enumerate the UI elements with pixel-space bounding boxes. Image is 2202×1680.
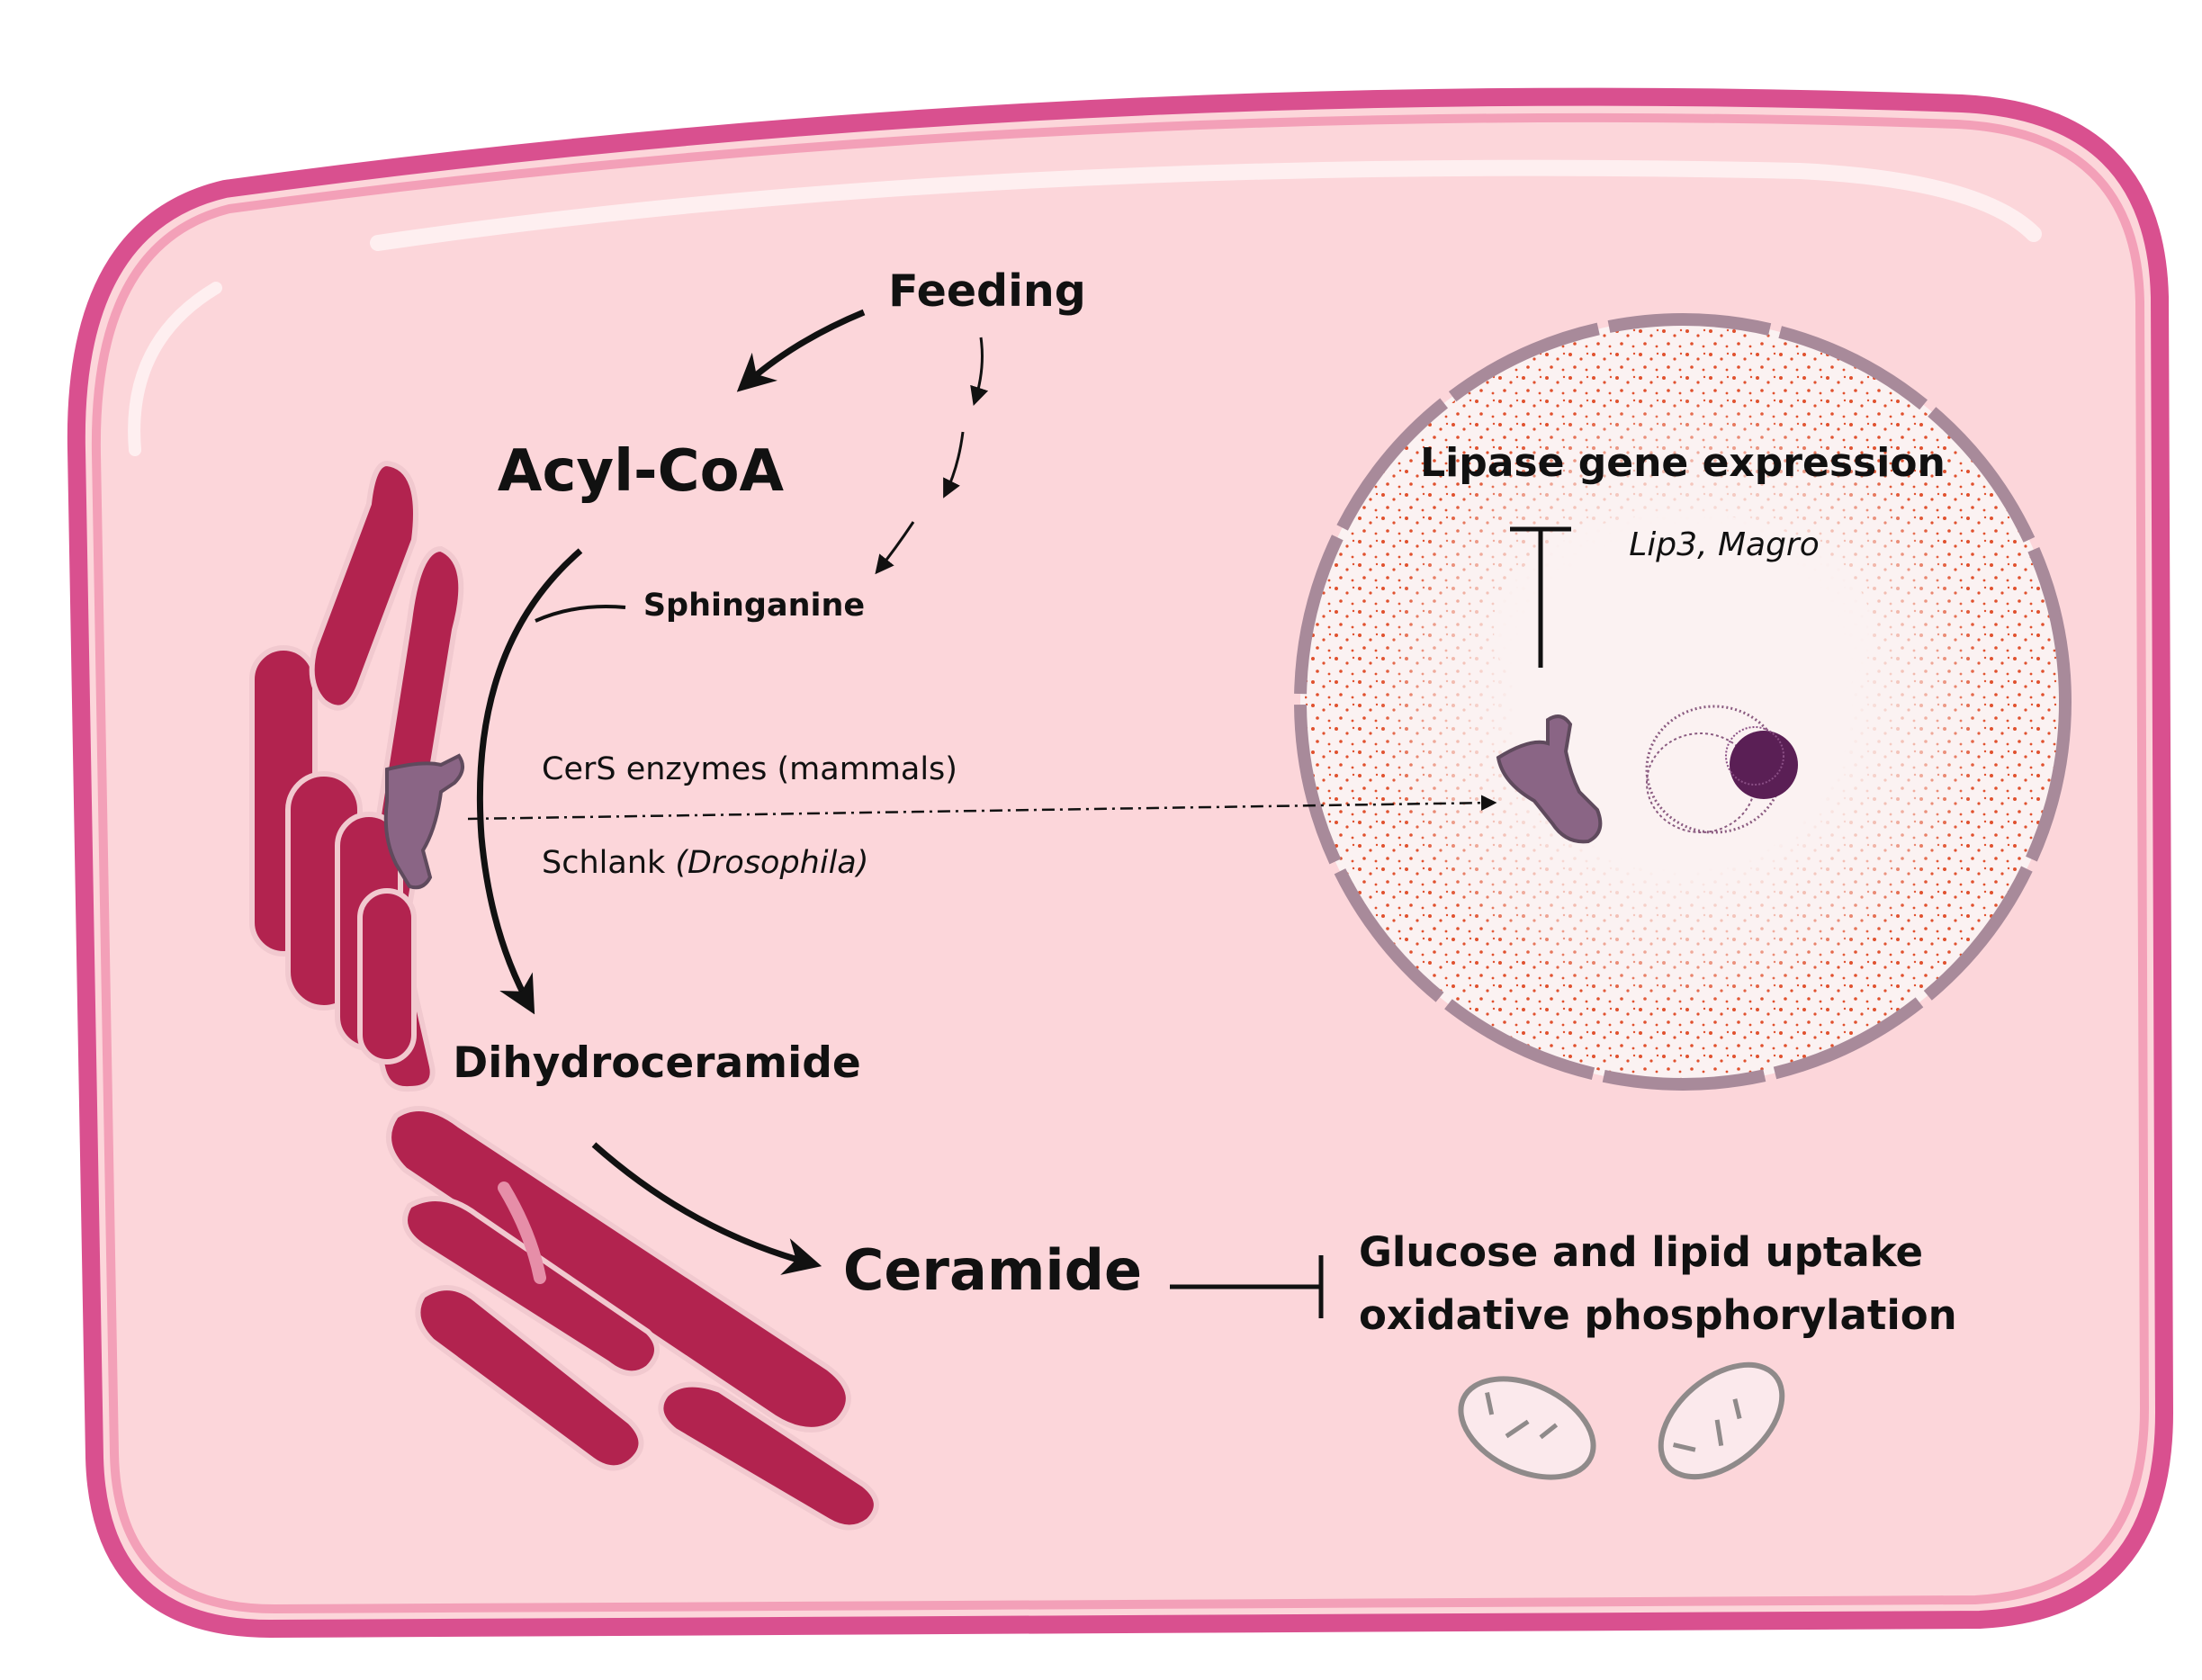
cell-highlight xyxy=(370,159,2042,251)
label-sphinganine: Sphinganine xyxy=(643,588,865,624)
labels: Feeding Acyl-CoA Sphinganine CerS enzyme… xyxy=(453,265,1957,1339)
label-ceramide: Ceramide xyxy=(843,1237,1142,1303)
label-uptake-line2: oxidative phosphorylation xyxy=(1359,1291,1957,1339)
arrow-feeding-to-acyl-coa xyxy=(736,309,866,392)
label-lipase-expression: Lipase gene expression xyxy=(1420,440,1946,486)
label-dihydroceramide: Dihydroceramide xyxy=(453,1038,861,1088)
arrow-feeding-to-sphinganine-1 xyxy=(970,337,989,406)
endoplasmic-reticulum-lower xyxy=(386,1106,879,1531)
arrow-feeding-to-sphinganine-2 xyxy=(943,431,965,499)
label-feeding: Feeding xyxy=(888,265,1086,317)
arrows xyxy=(467,309,1571,1318)
cers-protein-er xyxy=(383,753,464,890)
inhibit-uptake-bar xyxy=(1170,1255,1324,1318)
cers-protein-nucleus xyxy=(1496,714,1603,844)
chromatin xyxy=(1645,705,1798,834)
inhibit-lipase-bar xyxy=(1510,526,1571,668)
nucleus xyxy=(1294,313,2072,1091)
label-acyl-coa: Acyl-CoA xyxy=(498,438,785,505)
arrow-acyl-coa-to-dihydroceramide xyxy=(476,548,583,1015)
arrow-er-to-nucleus-dashdot xyxy=(467,795,1497,821)
cell-membrane-inner xyxy=(91,112,2150,1614)
cell-highlight-left xyxy=(128,282,222,456)
label-schlank-name: Schlank xyxy=(542,845,675,881)
label-schlank: Schlank (Drosophila) xyxy=(542,845,868,881)
arrow-feeding-to-sphinganine-3 xyxy=(875,521,915,575)
label-schlank-species: (Drosophila) xyxy=(675,845,868,881)
label-lipase-genes: Lip3, Magro xyxy=(1629,526,1820,563)
sphinganine-join-line xyxy=(535,605,626,623)
arrow-dihydroceramide-to-ceramide xyxy=(591,1142,822,1275)
label-uptake-line1: Glucose and lipid uptake xyxy=(1359,1228,1923,1276)
label-cers-enzymes: CerS enzymes (mammals) xyxy=(542,751,957,787)
mitochondria xyxy=(1458,1361,1785,1480)
